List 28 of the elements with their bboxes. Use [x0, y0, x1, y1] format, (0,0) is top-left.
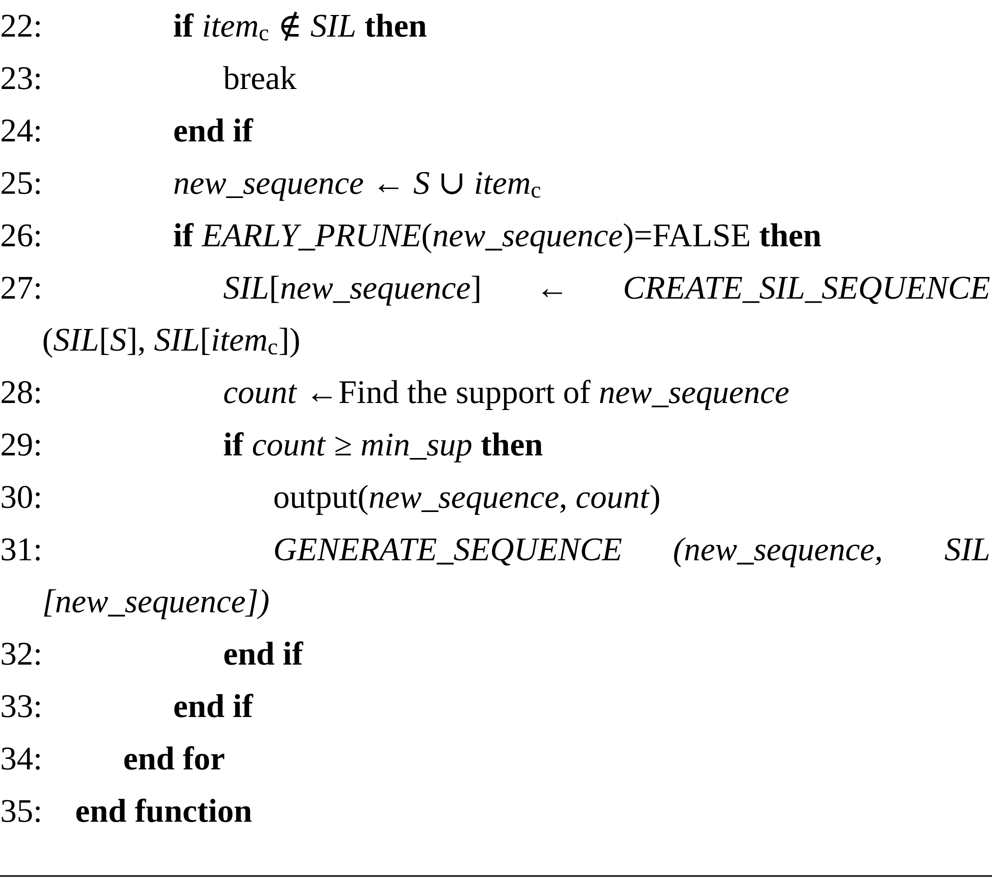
- line-number: 32:: [2, 642, 40, 666]
- line-number: 35:: [2, 800, 40, 822]
- code-line: SIL[new_sequence] ← CREATE_SIL_SEQUENCE (SIL[S], SIL[item$_{c}$]): [44, 276, 990, 358]
- code-line: end for: [124, 746, 224, 770]
- code-line: end if: [174, 694, 254, 718]
- line-number: 31:: [2, 538, 40, 561]
- line-number: 24:: [2, 120, 40, 142]
- line-number: 23:: [2, 67, 40, 90]
- line-number: 30:: [2, 486, 40, 508]
- code-line: break: [223, 66, 296, 90]
- code-line: end if: [174, 118, 254, 142]
- code-line: new_sequence ← S ∪ item$_{c}$: [174, 172, 540, 201]
- line-number: 22:: [2, 14, 40, 38]
- code-line: if EARLY_PRUNE(new_sequence)=FALSE then: [174, 222, 821, 254]
- code-line: end function: [76, 798, 252, 822]
- line-number: 28:: [2, 381, 40, 404]
- line-number: 26:: [2, 224, 40, 247]
- code-line: count ←Find the support of new_sequence: [224, 380, 789, 410]
- code-line: if count ≥ min_sup then: [224, 432, 542, 462]
- code-line: end if: [224, 641, 304, 665]
- line-number: 33:: [2, 695, 40, 718]
- code-line: output(new_sequence, count): [274, 484, 660, 515]
- line-number: 34:: [2, 748, 40, 770]
- code-line: if item$_{c}$ ∉ SIL then: [174, 12, 426, 41]
- line-number: 29:: [2, 434, 40, 456]
- line-number: 27:: [2, 276, 40, 300]
- line-number: 25:: [2, 172, 40, 194]
- code-line: GENERATE_SEQUENCE (new_sequence, SIL [new_sequence]): [44, 537, 989, 620]
